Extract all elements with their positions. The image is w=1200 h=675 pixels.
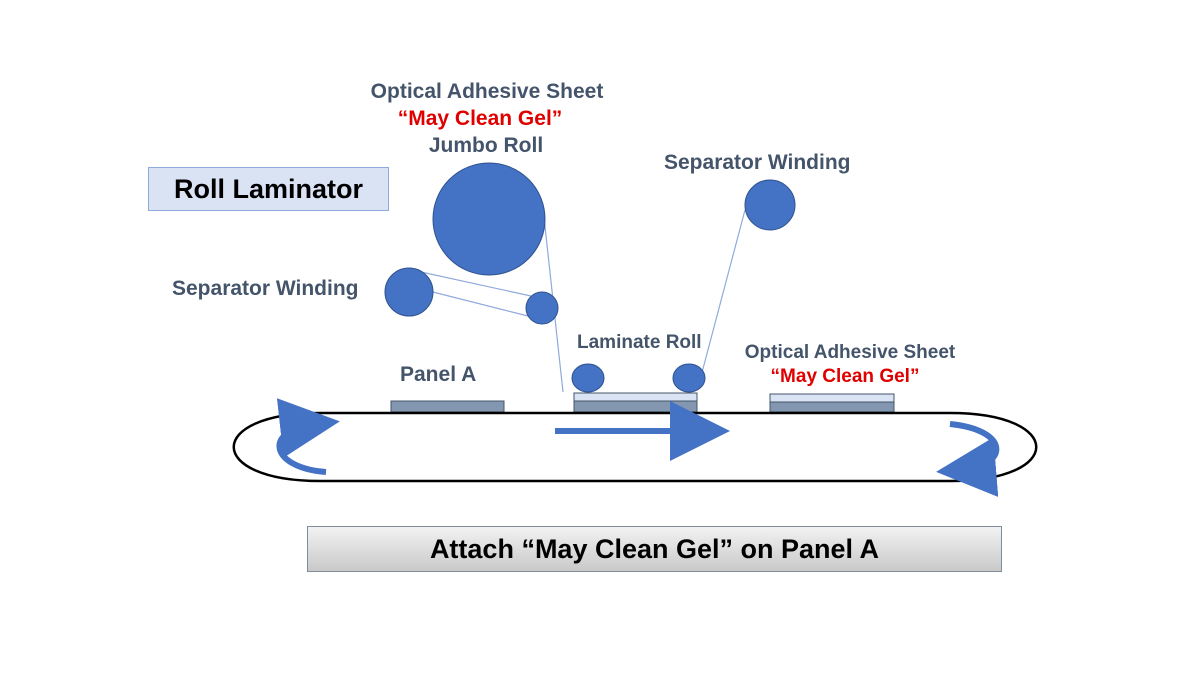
separator-winding-label-left: Separator Winding [172,277,359,300]
laminate-roll-label: Laminate Roll [577,332,702,353]
jumbo-roll-label-top: Optical Adhesive Sheet [370,80,604,103]
laminate-sheet [573,392,698,402]
film-separator-left-upper [411,269,532,297]
separator-winding-roll-right [744,179,796,231]
conveyor-belt [232,411,1038,483]
laminated-sheet [769,393,895,403]
separator-winding-roll-left [384,267,434,317]
laminated-sheet-label: Optical Adhesive Sheet [744,342,956,363]
title-text: Roll Laminator [173,173,363,204]
laminate-roll-left [571,363,605,393]
panel-a-label: Panel A [400,363,477,386]
separator-winding-label-right: Separator Winding [664,151,851,174]
belt-left-turn-arrow [276,398,340,475]
film-separator-to-right-winding [699,209,746,381]
laminate-roll-right [672,363,706,393]
laminated-sheet-product-label: “May Clean Gel” [770,366,920,387]
panel-a [390,400,505,413]
jumbo-roll [432,162,546,276]
jumbo-roll-product-label: “May Clean Gel” [397,107,563,130]
caption-text: Attach “May Clean Gel” on Panel A [429,533,880,564]
title-box: Roll Laminator [148,167,389,211]
jumbo-roll-label-bottom: Jumbo Roll [428,134,544,157]
caption-box: Attach “May Clean Gel” on Panel A [307,526,1002,572]
laminate-panel [573,400,698,413]
film-separator-left-lower [424,289,529,317]
laminated-panel [769,401,895,413]
guide-roll [525,291,559,325]
belt-right-turn-arrow [936,421,1000,498]
